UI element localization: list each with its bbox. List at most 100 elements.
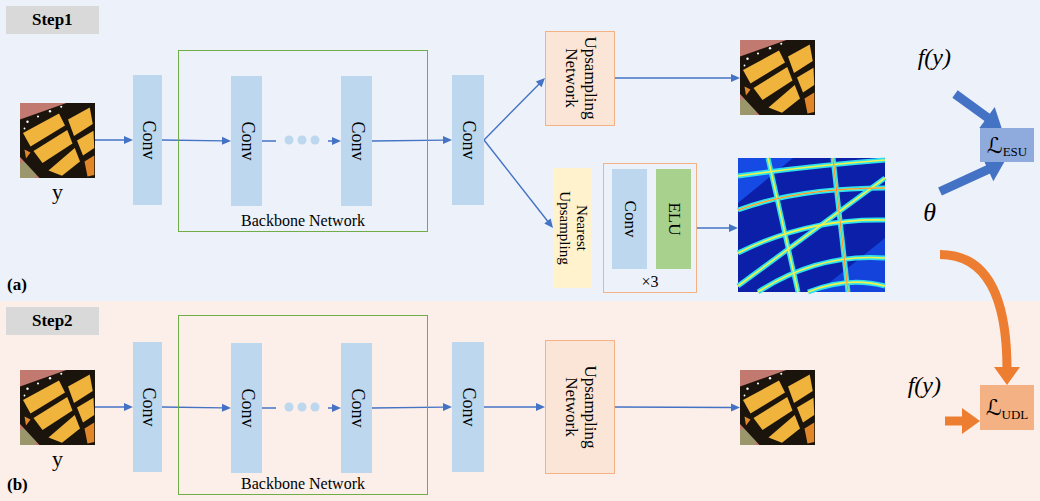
butterfly-image — [16, 370, 97, 450]
text-holder: θ — [923, 198, 936, 228]
connector — [95, 136, 133, 144]
text-holder: f(y) — [918, 44, 951, 71]
uncertainty-map: θ — [738, 158, 940, 292]
block-label: Conv — [138, 80, 158, 200]
connector — [955, 94, 1002, 128]
text-holder: (b) — [7, 475, 28, 495]
step-tab: Step1 — [6, 6, 99, 34]
connector-line — [95, 139, 125, 140]
panel-tag: (a) — [7, 275, 27, 294]
conv-block: Conv — [133, 342, 162, 472]
connector — [940, 158, 1004, 192]
connector — [484, 140, 553, 228]
arrow-head — [731, 403, 740, 411]
connector-line — [95, 406, 125, 407]
input-label: y — [52, 179, 63, 204]
conv-block: Conv — [341, 76, 372, 206]
connector-line — [484, 140, 548, 222]
block-label: Conv — [458, 80, 478, 200]
text-holder: ×3 — [604, 273, 696, 291]
loss-box: ℒUDL — [980, 385, 1034, 430]
connector-line — [162, 139, 223, 141]
ellipsis-dots — [276, 398, 328, 416]
block-label: Conv — [237, 81, 257, 201]
conv-block: Conv — [612, 169, 647, 269]
connector — [95, 403, 133, 411]
block-label: Conv — [620, 174, 639, 264]
arrow-head — [962, 408, 980, 434]
arrow-head — [124, 136, 133, 144]
conv-block: Conv — [231, 76, 262, 206]
connector — [484, 78, 545, 140]
loss-subscript: ESU — [1003, 144, 1028, 160]
butterfly-image — [16, 103, 97, 183]
connector — [372, 136, 452, 144]
text-holder: Backbone Network — [179, 475, 427, 493]
arrow-head — [332, 137, 341, 145]
connector — [697, 224, 738, 232]
text-holder: y — [20, 179, 95, 205]
connector-line — [955, 94, 989, 119]
elu-block: ELU — [656, 169, 691, 269]
connector-line — [484, 406, 537, 407]
connector-line — [697, 227, 730, 228]
panel-tag: (b) — [7, 475, 28, 494]
connector — [162, 404, 231, 412]
conv-block: Conv — [341, 343, 372, 473]
arrow-head — [124, 403, 133, 411]
arrow-head — [222, 137, 231, 145]
arrow-head — [536, 403, 545, 411]
input-image: y — [20, 103, 95, 205]
arrow-head — [536, 78, 545, 87]
input-label: y — [52, 446, 63, 471]
block-label: Nearest Upsampling — [556, 173, 589, 283]
arrow-head — [979, 107, 1001, 128]
input-image: y — [20, 370, 95, 472]
connector — [615, 403, 740, 411]
connector — [940, 254, 1020, 385]
arrow-head — [544, 218, 553, 228]
output-image: f(y) — [740, 40, 955, 115]
arrow-head — [994, 367, 1020, 385]
arrow-head — [729, 224, 738, 232]
connector-line — [940, 168, 990, 191]
text-holder: f(y) — [908, 372, 941, 399]
connector-line — [615, 77, 732, 78]
text-holder: y — [20, 446, 95, 472]
connector — [484, 403, 545, 411]
arrow-head — [332, 404, 341, 412]
step-panel: Step2(b)yConvBackbone NetworkConvConvCon… — [0, 301, 1040, 501]
text-holder: ℒESU — [980, 128, 1034, 162]
loss-box: ℒESU — [980, 128, 1034, 162]
loss-subscript: UDL — [1002, 407, 1029, 423]
block-label: Conv — [138, 347, 158, 467]
ellipsis-dots — [276, 131, 328, 149]
connector — [615, 74, 740, 82]
loss-symbol: ℒ — [986, 395, 1002, 420]
connector — [372, 403, 452, 411]
connector — [945, 408, 980, 434]
frame-title: ×3 — [641, 273, 658, 290]
connector-line — [940, 254, 1007, 369]
connector-line — [372, 406, 444, 408]
block-label: ELU — [664, 174, 683, 264]
backbone-network: Backbone NetworkConvConv — [178, 315, 428, 495]
block-label: Conv — [347, 348, 367, 468]
block-label: Upsampling Network — [561, 36, 598, 121]
conv-block: Conv — [133, 75, 162, 205]
upsampling-network: Upsampling Network — [545, 340, 615, 474]
block-label: Conv — [458, 347, 478, 467]
nearest-upsampling: Nearest Upsampling — [553, 168, 592, 288]
arrow-head — [443, 136, 452, 144]
step-tab: Step2 — [6, 307, 99, 335]
text-holder: (a) — [7, 275, 27, 295]
backbone-network: Backbone Network Conv Conv — [178, 50, 428, 232]
connector — [162, 137, 231, 145]
conv-block: Conv — [452, 342, 484, 472]
text-holder: Backbone Network — [179, 212, 427, 230]
panel-ground — [0, 301, 1040, 501]
block-label: Upsampling Network — [561, 345, 598, 469]
text-holder: Step2 — [6, 307, 99, 335]
panel-ground — [0, 0, 1040, 301]
connector-line — [945, 417, 965, 426]
